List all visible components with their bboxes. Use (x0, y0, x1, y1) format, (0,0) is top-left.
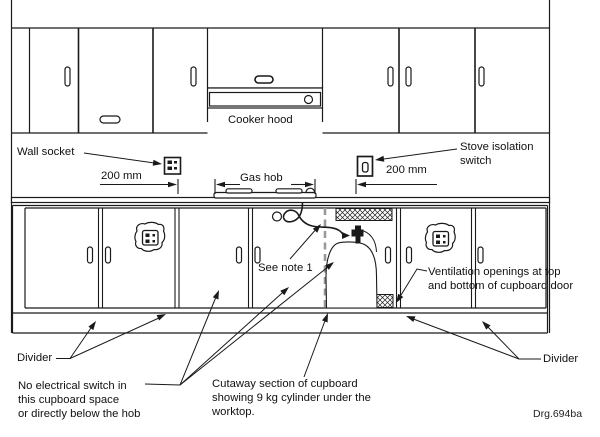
hob-control-knob (305, 187, 316, 194)
no-electrical-switch-note-line1: No electrical switch in (18, 380, 127, 392)
gas-hose (282, 202, 345, 236)
cutaway-cupboard (282, 202, 394, 308)
door-handle (387, 66, 394, 87)
divider-left-leader-1 (56, 323, 95, 359)
door-handle (99, 115, 121, 124)
stove-isolation-switch-label: Stove isolation switch (460, 140, 533, 168)
door-handle (405, 66, 412, 87)
ventilation-leader (397, 268, 428, 301)
hob-burner (275, 188, 303, 194)
ventilation-label-line1: Ventilation openings at top (428, 266, 561, 278)
no-electrical-switch-note-line3: or directly below the hob (18, 408, 141, 420)
no-switch-leader-2 (179, 289, 287, 386)
left-clearance-dimension: 200 mm (101, 170, 142, 182)
cutaway-leader (303, 317, 327, 378)
socket-symbol-right (424, 222, 456, 253)
hose-connector (342, 232, 350, 239)
cutaway-note-line3: worktop. (212, 406, 255, 418)
door-handle (190, 66, 197, 87)
hose-hole (271, 211, 283, 222)
vent-opening-top (335, 208, 393, 221)
divider-left-leader-2 (69, 317, 161, 359)
door-handle (405, 246, 413, 264)
gas-hob (213, 187, 317, 199)
divider-left-label: Divider (17, 352, 53, 364)
see-note-leader (289, 226, 319, 260)
cutaway-note-line1: Cutaway section of cupboard (212, 378, 358, 390)
gas-hob-label: Gas hob (240, 172, 283, 184)
door-handle (477, 246, 484, 264)
door-handle (64, 66, 71, 87)
room-walls (10, 0, 551, 333)
socket-symbol-left (134, 221, 166, 252)
ventilation-label-line2: and bottom of cupboard door (428, 280, 574, 292)
divider-right-label: Divider (543, 353, 579, 365)
right-clearance-dimension: 200 mm (386, 164, 427, 176)
ventilation-label: Ventilation openings at top and bottom o… (428, 265, 573, 293)
hob-burner (225, 188, 253, 194)
wall-socket-leader (83, 152, 159, 164)
divider-right-leader-2 (411, 318, 520, 360)
leader-arrowheads (88, 155, 491, 331)
no-electrical-switch-note-line2: this cupboard space (18, 394, 120, 406)
base-cupboards (11, 204, 549, 334)
divider-right-leader-1 (484, 323, 541, 360)
stove-isolation-switch-label-line2: switch (460, 155, 492, 167)
door-handle (254, 75, 274, 84)
door-handle (235, 246, 243, 264)
door-handle (104, 246, 112, 264)
regulator (351, 225, 364, 244)
cutaway-note: Cutaway section of cupboard showing 9 kg… (212, 377, 371, 419)
door-handle (86, 246, 94, 264)
hood-light-icon (303, 94, 314, 105)
stove-isolation-switch-icon (356, 155, 374, 177)
cutaway-note-line2: showing 9 kg cylinder under the (212, 392, 371, 404)
wall-socket-label: Wall socket (17, 146, 75, 158)
drawing-reference: Drg.694ba (533, 408, 583, 420)
dimension-lines (100, 179, 437, 194)
door-handle (254, 246, 261, 264)
see-note-label: See note 1 (258, 262, 313, 274)
no-electrical-switch-note: No electrical switch in this cupboard sp… (18, 379, 140, 421)
leader-lines (56, 148, 541, 386)
no-switch-leader-3 (179, 264, 332, 386)
gas-cylinder (325, 241, 378, 308)
cooker-hood (206, 87, 324, 122)
dimension-arrowheads (168, 181, 366, 188)
door-handle (478, 66, 485, 87)
door-handle (384, 246, 392, 264)
cooker-hood-label: Cooker hood (228, 114, 293, 126)
cupboard-dividers (97, 208, 477, 308)
electrical-symbols (134, 155, 456, 253)
stove-isolation-switch-label-line1: Stove isolation (460, 141, 534, 153)
stove-switch-leader (379, 148, 458, 160)
wall-socket-icon (163, 156, 182, 175)
